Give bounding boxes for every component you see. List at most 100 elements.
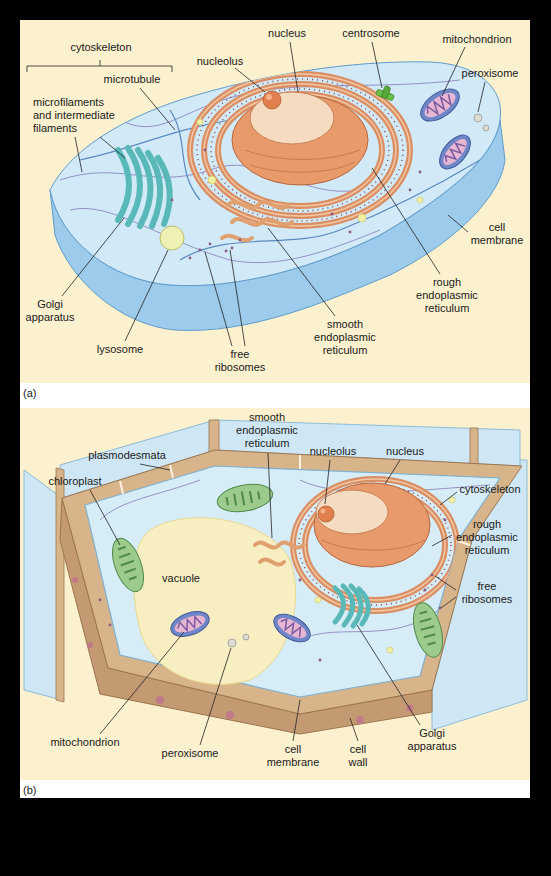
leader-lines <box>235 68 265 92</box>
mitochondrion-shape <box>434 130 477 175</box>
plant-cell <box>24 420 527 734</box>
mitochondrion-shape <box>278 617 304 638</box>
mitochondrion-shape <box>421 88 460 122</box>
ribosome-dots <box>171 199 174 202</box>
leader-lines <box>200 648 231 745</box>
ribosome-dots <box>231 247 234 250</box>
ribosome-dots <box>349 231 352 234</box>
vesicle <box>417 197 423 203</box>
leader-lines <box>100 632 184 734</box>
cell-top <box>50 62 501 286</box>
chloroplast-shape <box>215 480 275 515</box>
part-label: smooth endoplasmic reticulum <box>234 411 300 450</box>
rough-er <box>190 74 410 226</box>
mitochondrion-shape <box>415 83 465 128</box>
nucleus-shape <box>314 483 430 567</box>
mitochondrion-shape <box>415 83 465 128</box>
chloroplast-shape <box>408 600 448 661</box>
leader-lines <box>441 597 456 608</box>
mitochondrion-shape <box>176 616 202 634</box>
part-label: microtubule <box>104 73 161 86</box>
mitochondrion-shape <box>439 135 470 169</box>
leader-lines <box>140 464 170 470</box>
peroxisome-shape <box>474 114 482 122</box>
leader-lines <box>448 215 468 232</box>
leader-lines <box>478 82 485 112</box>
rough-er <box>204 84 396 216</box>
page-ground <box>20 20 530 383</box>
ribosome-dots <box>109 624 112 627</box>
part-label: plasmodesmata <box>88 449 166 462</box>
mitochondrion-shape <box>173 612 208 636</box>
part-label: smooth endoplasmic reticulum <box>312 318 378 357</box>
part-label: lysosome <box>97 343 143 356</box>
part-label: mitochondrion <box>50 736 119 749</box>
leader-lines <box>293 700 300 741</box>
plasmodesmata-shape <box>120 481 123 494</box>
ribosome-dots <box>409 189 412 192</box>
part-label: rough endoplasmic reticulum <box>454 518 520 557</box>
chloroplast-shape <box>106 534 150 596</box>
wall-pits <box>226 711 234 719</box>
cytoskeleton-fibres <box>60 80 480 263</box>
peroxisome-shape <box>228 639 236 647</box>
smooth-er <box>222 202 292 240</box>
ribosome-dots <box>171 149 422 260</box>
leader-lines <box>140 88 175 130</box>
part-label: free ribosomes <box>212 348 268 374</box>
mitochondrion-shape <box>167 607 212 641</box>
smooth-er <box>232 219 292 225</box>
ribosome-dots <box>225 250 228 253</box>
leader-lines <box>27 42 485 346</box>
nucleus-shape <box>314 483 430 567</box>
peroxisome-shape <box>228 634 249 647</box>
leader-lines <box>230 250 245 346</box>
chloroplast-shape <box>215 480 275 515</box>
ribosome-dots <box>99 519 447 662</box>
plasmodesmata-shape <box>170 465 173 478</box>
page-ground <box>20 20 530 798</box>
mitochondrion-shape <box>269 608 315 647</box>
golgi-apparatus <box>118 150 129 220</box>
vacuole-shape <box>133 518 295 685</box>
leader-lines <box>125 250 168 341</box>
golgi-apparatus <box>128 148 140 224</box>
smooth-er <box>255 542 303 547</box>
lysosome-shape <box>160 226 184 250</box>
chloroplast-shape <box>106 534 150 596</box>
nucleus-shape <box>321 509 326 514</box>
part-label: nucleolus <box>197 55 243 68</box>
leader-lines <box>435 576 456 590</box>
page-ground <box>20 408 530 780</box>
cell-wall-shape <box>209 420 219 452</box>
mitochondrion-shape <box>275 614 310 642</box>
ribosome-dots <box>331 213 334 216</box>
leader-lines <box>27 60 172 72</box>
leader-lines <box>372 42 382 88</box>
vesicle <box>358 214 366 222</box>
nucleus-shape <box>318 506 334 522</box>
ribosome-dots <box>424 589 427 592</box>
leader-lines <box>205 252 232 346</box>
nucleus-shape <box>232 91 368 185</box>
nucleus-shape <box>245 150 360 172</box>
ribosome-dots <box>239 239 242 242</box>
mitochondrion-shape <box>167 607 212 641</box>
cytoplasm <box>85 466 500 697</box>
golgi-apparatus <box>343 586 353 625</box>
cytoskeleton-fibres <box>70 208 380 262</box>
wall-pits <box>356 716 364 724</box>
mitochondrion-shape <box>443 140 466 165</box>
leader-lines <box>90 453 457 745</box>
peroxisome-shape <box>474 114 489 131</box>
part-label: cell wall <box>341 743 375 769</box>
panel-letter: (a) <box>23 387 36 400</box>
ribosome-dots <box>209 243 212 246</box>
ribosome-dots <box>439 607 442 610</box>
nucleus-shape <box>250 92 334 144</box>
part-label: Golgi apparatus <box>22 298 78 324</box>
leader-lines <box>268 228 335 316</box>
golgi-apparatus <box>359 589 368 624</box>
